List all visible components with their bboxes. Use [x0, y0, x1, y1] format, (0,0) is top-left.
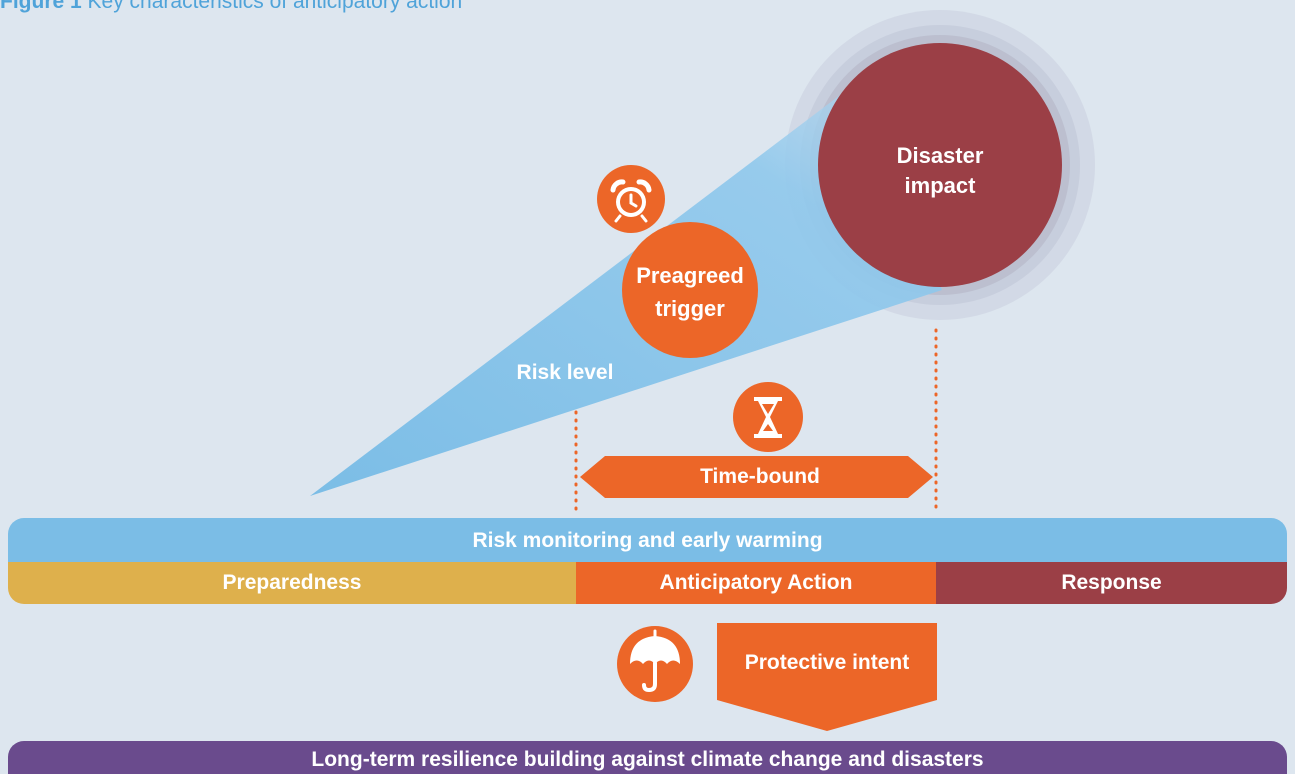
figure-title: Figure 1 Key characteristics of anticipa… — [0, 0, 462, 14]
disaster-label-line2: impact — [904, 173, 976, 198]
response-band-shape — [936, 562, 1287, 604]
anticipatory-action-band: Anticipatory Action — [659, 571, 853, 594]
figure-number: Figure 1 — [0, 0, 82, 13]
disaster-label-line1: Disaster — [896, 143, 984, 168]
time-bound-arrow — [580, 456, 933, 498]
anticipatory-band-shape — [576, 562, 936, 604]
time-bound-label: Time-bound — [700, 465, 820, 488]
figure-caption: Key characteristics of anticipatory acti… — [87, 0, 463, 13]
protective-intent-arrow — [717, 623, 937, 731]
protective-intent-label: Protective intent — [744, 651, 910, 674]
resilience-band: Long-term resilience building against cl… — [311, 748, 984, 771]
resilience-band-shape — [8, 741, 1287, 774]
alarm-clock-icon — [597, 165, 665, 233]
disaster-impact-circle — [818, 43, 1062, 287]
risk-level-label: Risk level — [516, 361, 614, 384]
disaster-impact-label: Disaster impact — [860, 141, 1020, 201]
preparedness-band-shape — [8, 562, 576, 604]
hourglass-icon — [733, 382, 803, 452]
umbrella-icon — [617, 626, 693, 702]
trigger-label: Preagreed trigger — [620, 259, 760, 325]
response-band: Response — [1061, 571, 1162, 594]
monitoring-band-shape — [8, 518, 1287, 562]
trigger-label-line2: trigger — [655, 296, 725, 321]
trigger-label-line1: Preagreed — [636, 263, 744, 288]
monitoring-band: Risk monitoring and early warming — [472, 529, 823, 552]
trigger-circle — [622, 222, 758, 358]
preparedness-band: Preparedness — [222, 571, 362, 594]
